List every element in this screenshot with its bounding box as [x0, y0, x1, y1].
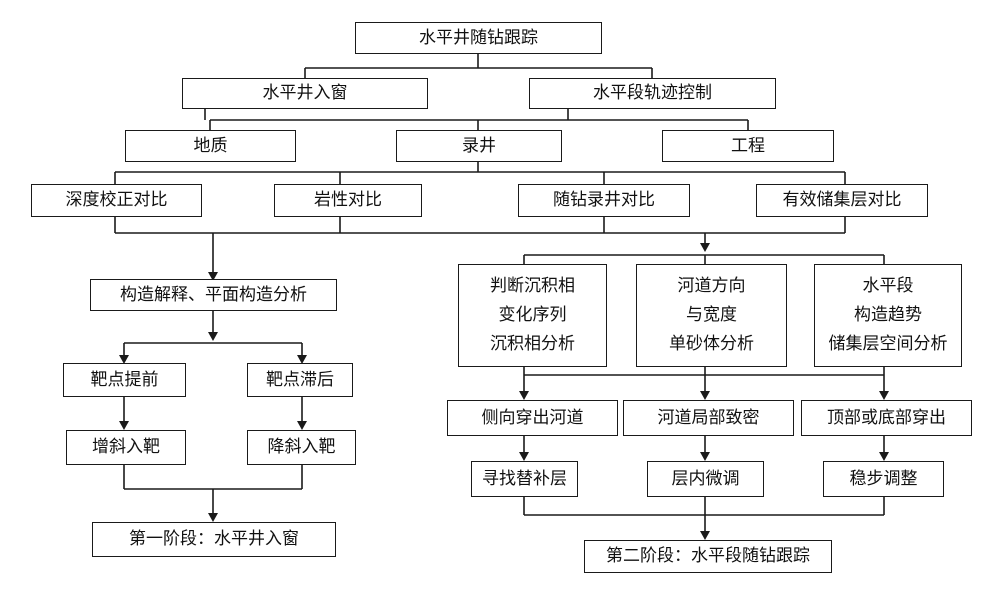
local-tight-node: 河道局部致密: [623, 400, 794, 436]
horizontal-line-3: 储集层空间分析: [828, 334, 948, 354]
fine-tune-node: 层内微调: [647, 461, 764, 497]
target-behind-node: 靶点滞后: [247, 363, 353, 397]
arrowhead: [700, 452, 710, 461]
structure-analysis-node: 构造解释、平面构造分析: [90, 279, 337, 311]
facies-line-2: 变化序列: [498, 305, 567, 325]
horizontal-section-analysis-node: 水平段 构造趋势 储集层空间分析: [814, 264, 962, 367]
top-bottom-exit-node: 顶部或底部穿出: [801, 400, 972, 436]
mudlog-node: 录井: [396, 130, 562, 162]
depth-correction-node: 深度校正对比: [31, 184, 202, 217]
horizontal-line-1: 水平段: [862, 276, 914, 296]
arrowhead: [519, 391, 529, 400]
target-ahead-node: 靶点提前: [63, 363, 186, 397]
horizontal-line-2: 构造趋势: [854, 305, 922, 325]
channel-line-1: 河道方向: [677, 276, 746, 296]
horizontal-section-control-node: 水平段轨迹控制: [529, 78, 776, 109]
engineering-node: 工程: [662, 130, 834, 162]
arrowhead: [208, 272, 218, 281]
arrowhead: [700, 531, 710, 540]
arrowhead: [119, 421, 129, 430]
arrowhead: [879, 452, 889, 461]
arrowhead: [119, 355, 129, 364]
arrowhead: [519, 452, 529, 461]
decrease-angle-node: 降斜入靶: [247, 430, 356, 465]
facies-line-1: 判断沉积相: [490, 276, 575, 296]
facies-line-3: 沉积相分析: [490, 334, 575, 354]
find-layer-node: 寻找替补层: [471, 461, 578, 497]
channel-analysis-node: 河道方向 与宽度 单砂体分析: [636, 264, 787, 367]
root-node: 水平井随钻跟踪: [355, 22, 602, 54]
arrowhead: [879, 391, 889, 400]
phase2-result-node: 第二阶段：水平段随钻跟踪: [584, 540, 832, 573]
geology-node: 地质: [125, 130, 296, 162]
arrowhead: [208, 513, 218, 522]
phase1-result-node: 第一阶段：水平井入窗: [92, 522, 336, 557]
arrowhead: [700, 391, 710, 400]
reservoir-comparison-node: 有效储集层对比: [756, 184, 928, 217]
arrowhead: [208, 332, 218, 341]
lithology-comparison-node: 岩性对比: [274, 184, 422, 217]
arrowhead: [297, 355, 307, 364]
channel-line-2: 与宽度: [686, 305, 737, 325]
lateral-exit-node: 侧向穿出河道: [447, 400, 618, 436]
arrowhead: [297, 421, 307, 430]
channel-line-3: 单砂体分析: [669, 334, 754, 354]
increase-angle-node: 增斜入靶: [66, 430, 186, 465]
steady-adjust-node: 稳步调整: [823, 461, 944, 497]
horizontal-well-window-node: 水平井入窗: [182, 78, 428, 109]
arrowhead: [700, 243, 710, 252]
while-drilling-comparison-node: 随钻录井对比: [518, 184, 690, 217]
facies-analysis-node: 判断沉积相 变化序列 沉积相分析: [458, 264, 607, 367]
